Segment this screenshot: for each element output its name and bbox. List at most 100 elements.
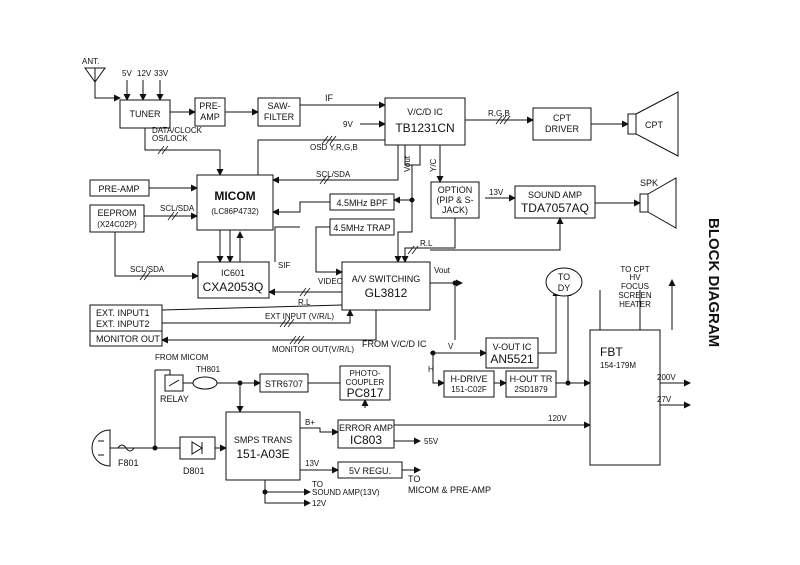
vout-label-2: Vout xyxy=(434,266,451,275)
tuner-12v: 12V xyxy=(137,69,152,78)
hdrive-l2: 151-C02F xyxy=(451,385,487,394)
option-l1: OPTION xyxy=(438,185,473,195)
micom-preamp-label: MICOM & PRE-AMP xyxy=(408,485,491,495)
option-block xyxy=(430,181,480,219)
v-signal-label: V xyxy=(448,342,454,351)
voutic-l1: V-OUT IC xyxy=(493,342,532,352)
vcd-l1: V/C/D IC xyxy=(407,107,443,117)
fuse-icon xyxy=(117,444,135,452)
tuner-ctrl-label-2: OS/LOCK xyxy=(152,134,188,143)
cpt-driver-block xyxy=(532,107,592,141)
ext-input-block xyxy=(89,304,163,347)
v13-label: 13V xyxy=(489,188,504,197)
v9-label: 9V xyxy=(343,120,353,129)
from-micom-label: FROM MICOM xyxy=(155,353,209,362)
speaker-icon xyxy=(639,177,677,229)
th801-label: TH801 xyxy=(196,365,221,374)
vout-rot-label: Vout xyxy=(403,155,412,172)
tocpt-l2: HV xyxy=(629,273,641,282)
to-dy-block xyxy=(545,267,583,297)
eeprom-l1: EEPROM xyxy=(97,208,136,218)
vcd-ic-block xyxy=(384,97,466,146)
bpf-block xyxy=(329,193,395,211)
h-drive-block xyxy=(443,370,495,398)
tuner-label: TUNER xyxy=(130,109,161,119)
tocpt-l1: TO CPT xyxy=(620,265,649,274)
scl-label-3: SCL/SDA xyxy=(130,265,165,274)
rf-preamp-l1: PRE- xyxy=(199,101,221,111)
trap-label: 4.5MHz TRAP xyxy=(333,223,390,233)
hout-l2: 2SD1879 xyxy=(514,385,548,394)
regulator-block xyxy=(337,461,403,479)
v120-label: 120V xyxy=(548,414,567,423)
tocpt-l3: FOCUS xyxy=(621,282,649,291)
diode-icon xyxy=(191,441,203,455)
relay-label: RELAY xyxy=(160,394,189,404)
avsw-l1: A/V SWITCHING xyxy=(352,274,421,284)
from-vcd-label: FROM V/C/D IC xyxy=(362,339,427,349)
th801-icon xyxy=(192,376,218,390)
to-label-1: TO xyxy=(312,480,323,489)
tody-l1: TO xyxy=(558,272,570,282)
saw-filter-block xyxy=(257,97,301,127)
scl-label-1: SCL/SDA xyxy=(316,170,351,179)
v200-label: 200V xyxy=(657,373,676,382)
tocpt-l4: SCREEN xyxy=(618,291,652,300)
ic601-l1: IC601 xyxy=(221,268,245,278)
hdrive-l1: H-DRIVE xyxy=(450,374,487,384)
preamp-left-block xyxy=(89,179,150,197)
eeprom-l2: (X24C02P) xyxy=(97,220,137,229)
rl-label-2: R.L xyxy=(298,298,311,307)
photo-l2: COUPLER xyxy=(346,378,385,387)
h-out-tr-block xyxy=(505,370,557,398)
preamp-left-label: PRE-AMP xyxy=(98,184,139,194)
saw-l2: FILTER xyxy=(264,112,295,122)
tuner-33v: 33V xyxy=(154,69,169,78)
fbt-l1: FBT xyxy=(600,345,623,359)
smps-l2: 151-A03E xyxy=(236,447,289,461)
tuner-5v: 5V xyxy=(122,69,132,78)
smps-l1: SMPS TRANS xyxy=(234,435,292,445)
erramp-l2: IC803 xyxy=(350,433,382,447)
ext-l1: EXT. INPUT1 xyxy=(96,308,150,318)
sound-l2: TDA7057AQ xyxy=(521,201,589,215)
monitor-out-label: MONITOR OUT(V/R/L) xyxy=(272,345,354,354)
rl-label-1: R.L xyxy=(420,239,433,248)
wires xyxy=(94,80,691,507)
photo-coupler-block xyxy=(339,365,391,401)
sif-label: SIF xyxy=(278,261,291,270)
to-label-2: TO xyxy=(408,474,420,484)
ext-l2: EXT. INPUT2 xyxy=(96,319,150,329)
rf-preamp-l2: AMP xyxy=(200,112,220,122)
if-label: IF xyxy=(325,93,334,103)
option-l3: JACK) xyxy=(442,205,468,215)
ext-l3: MONITOR OUT xyxy=(96,334,160,344)
d801-label: D801 xyxy=(183,466,205,476)
scl-label-2: SCL/SDA xyxy=(160,204,195,213)
str-label: STR6707 xyxy=(265,379,303,389)
bpf-label: 4.5MHz BPF xyxy=(336,198,388,208)
antenna-icon xyxy=(84,67,106,83)
f801-label: F801 xyxy=(118,458,139,468)
tocpt-l5: HEATER xyxy=(619,300,651,309)
micom-l1: MICOM xyxy=(214,189,255,203)
avsw-l2: GL3812 xyxy=(365,286,408,300)
ic601-l2: CXA2053Q xyxy=(203,280,264,294)
reg-label: 5V REGU. xyxy=(349,466,391,476)
micom-block xyxy=(196,174,274,231)
junction-dots xyxy=(152,197,571,495)
option-l2: (PIP & S- xyxy=(436,195,473,205)
cpt-driver-l2: DRIVER xyxy=(545,124,580,134)
tody-l2: DY xyxy=(558,283,571,293)
photo-l3: PC817 xyxy=(347,386,384,400)
video-label: VIDEO xyxy=(318,277,343,286)
bus-hash-marks xyxy=(139,115,511,345)
str6707-block xyxy=(259,373,309,393)
saw-l1: SAW- xyxy=(267,101,290,111)
tuner-block xyxy=(119,99,171,129)
v12b-label: 12V xyxy=(312,499,327,508)
spk-label: SPK xyxy=(640,178,658,188)
ext-input-label: EXT INPUT (V/R/L) xyxy=(265,312,334,321)
av-switching-block xyxy=(341,261,431,311)
sound-l1: SOUND AMP xyxy=(528,190,582,200)
